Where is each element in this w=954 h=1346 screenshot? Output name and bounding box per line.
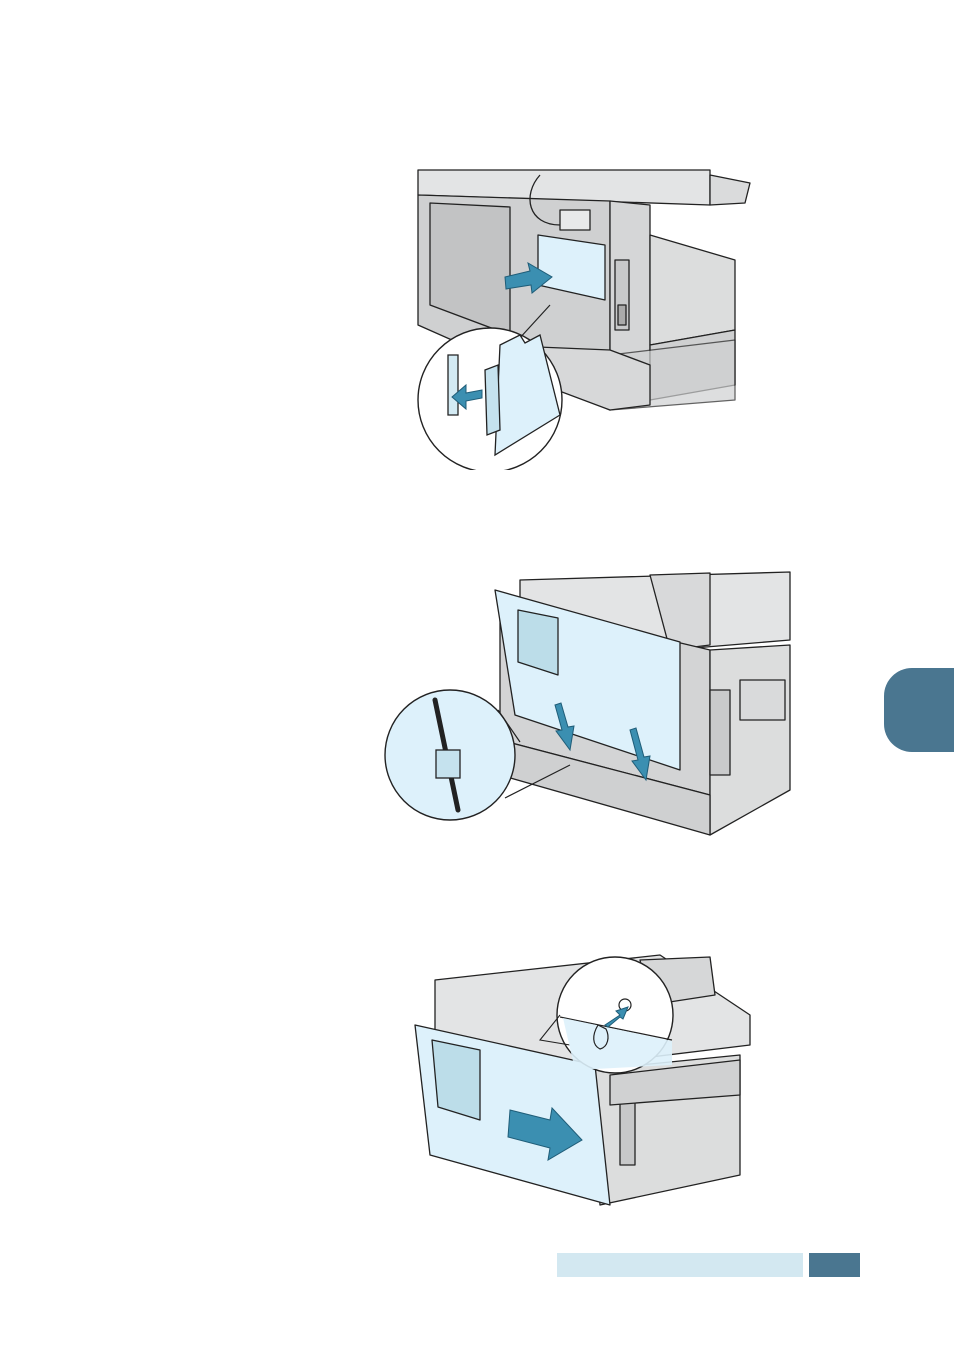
footer-page-number-box: [809, 1253, 860, 1277]
board-install-illustration: [410, 165, 760, 470]
cover-tabs-illustration: [380, 570, 800, 845]
cover-slide-illustration: [410, 945, 760, 1220]
chapter-tab: [884, 668, 954, 752]
footer-title-bar: [557, 1253, 803, 1277]
